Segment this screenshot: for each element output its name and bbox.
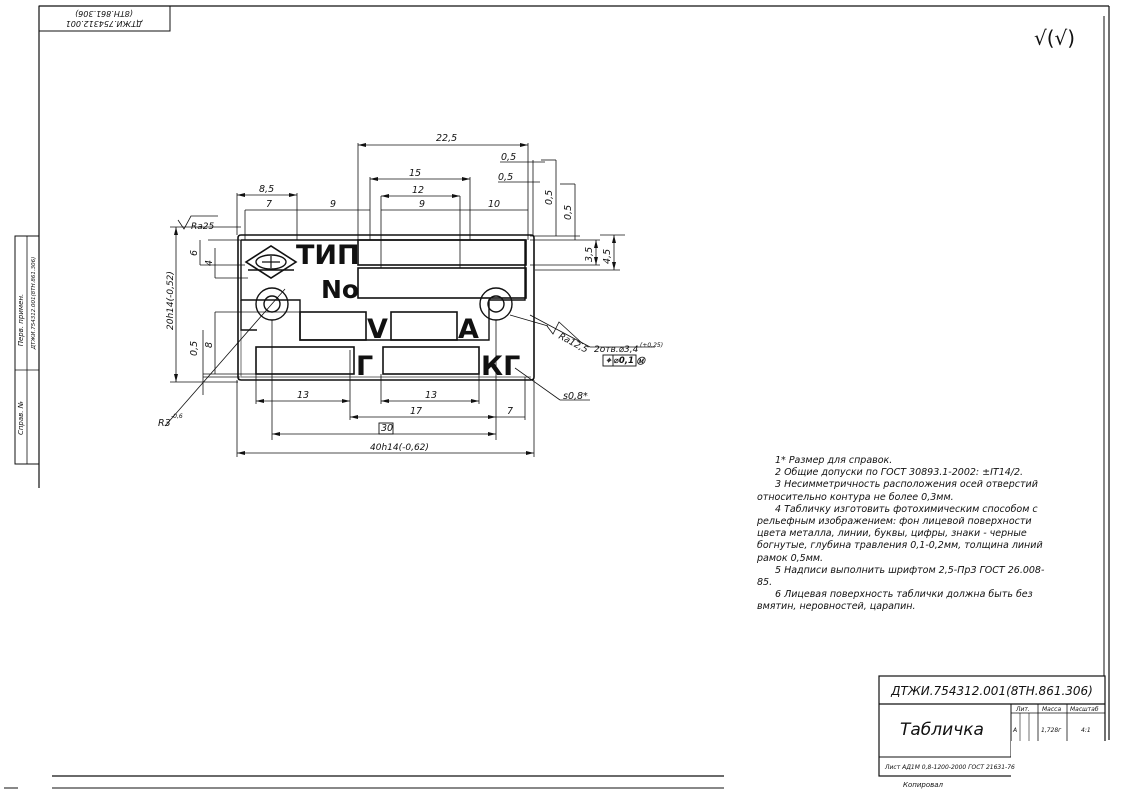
dim-v-0-5-a: 0,5 xyxy=(544,190,555,205)
dim-13-a: 13 xyxy=(297,390,309,401)
dim-22-5: 22,5 xyxy=(436,133,457,144)
plate-text-v: V xyxy=(367,314,388,345)
dim-40: 40h14(-0,62) xyxy=(370,443,429,453)
dim-7-top: 7 xyxy=(266,199,272,210)
dim-0-5-b: 0,5 xyxy=(498,172,513,183)
plate xyxy=(237,234,535,381)
note-5: 5 Надписи выполнить шрифтом 2,5-ПрЗ ГОСТ… xyxy=(757,564,1045,589)
material: Лист АД1М 0,8-1200-2000 ГОСТ 21631-76 xyxy=(884,764,1015,771)
radius-r3-tol: -0,6 xyxy=(171,413,183,420)
lit-value: А xyxy=(1012,727,1017,734)
plate-text-g: Г xyxy=(356,351,373,382)
note-1: 1* Размер для справок. xyxy=(775,455,893,466)
title-block-text: ДТЖИ.754312.001(8ТН.861.306) Табличка Ли… xyxy=(884,684,1099,789)
radius-r3: R3 xyxy=(158,418,171,429)
position-tolerance-frame xyxy=(378,354,637,435)
dim-13-b: 13 xyxy=(425,390,437,401)
dim-v-20: 20h14(-0,52) xyxy=(166,271,176,330)
plate-text-kg: КГ xyxy=(481,351,520,382)
dim-v-0-5-left: 0,5 xyxy=(189,341,200,356)
holes-tolerance: (+0,25) xyxy=(640,342,663,349)
dim-9-b: 9 xyxy=(419,199,425,210)
dim-v-3-5: 3,5 xyxy=(584,247,595,262)
mass-value: 1,728г xyxy=(1041,727,1062,734)
holes-callout: 2отв.⌀3,4 xyxy=(594,345,639,355)
primary-use-label: Перв. примен. xyxy=(17,294,25,347)
dim-0-5-a: 0,5 xyxy=(501,152,516,163)
dim-v-4: 4 xyxy=(204,260,215,266)
dim-v-4-5: 4,5 xyxy=(602,249,613,264)
dim-v-6: 6 xyxy=(189,250,200,256)
scale-value: 4:1 xyxy=(1081,727,1091,734)
general-roughness: √(√) xyxy=(1034,26,1075,50)
roughness-25: Ra25 xyxy=(191,222,214,232)
plate-text-no: No xyxy=(321,275,359,304)
technical-notes: 1* Размер для справок. 2 Общие допуски п… xyxy=(757,455,1057,614)
dim-30: 30 xyxy=(381,423,393,434)
position-tolerance: ⌖ ⌀0,1 Ⓜ xyxy=(606,356,646,366)
dim-10: 10 xyxy=(488,199,500,210)
plate-text-a: А xyxy=(458,314,479,345)
title-block-mask xyxy=(1011,741,1111,793)
note-4: 4 Табличку изготовить фотохимическим спо… xyxy=(757,503,1043,564)
title-designation: ДТЖИ.754312.001(8ТН.861.306) xyxy=(890,684,1093,698)
arrowheads xyxy=(174,143,616,455)
dim-7-bottom: 7 xyxy=(507,406,513,417)
dim-9-a: 9 xyxy=(330,199,336,210)
dim-12: 12 xyxy=(412,185,424,196)
plate-text-tip: ТИП xyxy=(296,240,360,271)
dim-v-0-5-b: 0,5 xyxy=(563,205,574,220)
side-stamp: Перв. примен. ДТЖИ.754312.001(8ТН.861.30… xyxy=(14,235,40,465)
dim-15: 15 xyxy=(409,168,421,179)
top-code-box: ДТЖИ.754312.001 (8ТН.861.306) xyxy=(38,5,171,32)
dim-8-5: 8,5 xyxy=(259,184,274,195)
plate-text: ТИП No V А Г КГ xyxy=(296,240,520,382)
note-2: 2 Общие допуски по ГОСТ 30893.1-2002: ±I… xyxy=(775,467,1024,479)
scale-header: Масштаб xyxy=(1070,706,1099,713)
dim-v-8: 8 xyxy=(204,342,215,348)
title-name: Табличка xyxy=(900,720,984,740)
dimension-text: 22,5 0,5 0,5 15 12 8,5 7 9 9 10 0,5 0,5 … xyxy=(158,133,663,453)
thickness: s0,8* xyxy=(563,391,588,402)
note-3: 3 Несимметричность расположения осей отв… xyxy=(757,479,1038,503)
ref-number-label: Справ. № xyxy=(17,401,25,435)
top-code-alt: (8ТН.861.306) xyxy=(75,9,133,18)
copied-label: Копировал xyxy=(903,781,944,789)
mass-header: Масса xyxy=(1042,706,1061,713)
dim-17: 17 xyxy=(410,406,422,417)
top-code: ДТЖИ.754312.001 xyxy=(66,19,144,28)
lit-header: Лит. xyxy=(1015,706,1030,713)
note-6: 6 Лицевая поверхность таблички должна бы… xyxy=(757,589,1033,613)
sheet-frame xyxy=(4,5,1110,789)
primary-use-value: ДТЖИ.754312.001(8ТН.861.306) xyxy=(31,257,37,350)
roughness-symbol: √(√) xyxy=(1034,26,1075,50)
